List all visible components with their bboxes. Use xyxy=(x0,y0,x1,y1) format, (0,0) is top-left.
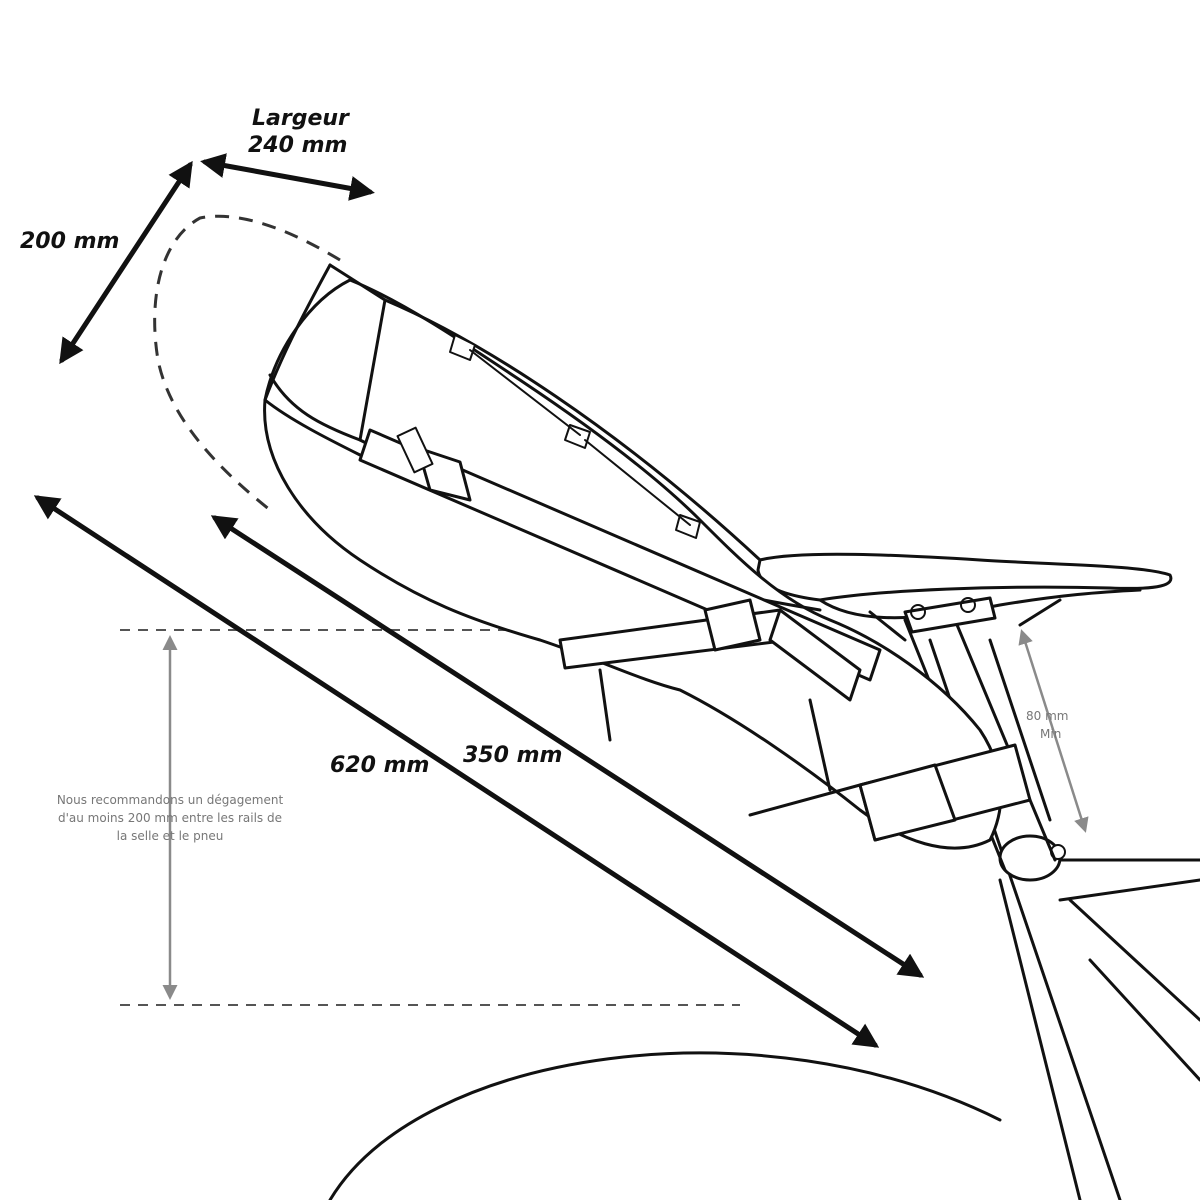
width-value-label: 240 mm xyxy=(248,133,347,158)
total-length-label: 620 mm xyxy=(330,753,429,778)
seatpost-min-dimension-arrow xyxy=(1018,629,1089,833)
bag-length-dimension-arrow xyxy=(210,515,925,978)
bag-length-label: 350 mm xyxy=(463,743,562,768)
clearance-note-line-1: Nous recommandons un dégagement xyxy=(57,793,284,807)
height-label: 200 mm xyxy=(20,229,119,254)
width-dimension-arrow xyxy=(200,153,375,201)
width-title-label: Largeur xyxy=(252,106,350,131)
seatpost-min-label-line-1: 80 mm xyxy=(1026,709,1068,723)
rear-wheel xyxy=(328,1051,1002,1200)
clearance-note-line-2: d'au moins 200 mm entre les rails de xyxy=(58,811,282,825)
seatpost-min-label-line-2: Min xyxy=(1040,727,1061,741)
clearance-note-line-3: la selle et le pneu xyxy=(117,829,224,843)
height-dimension-arrow xyxy=(59,160,193,365)
